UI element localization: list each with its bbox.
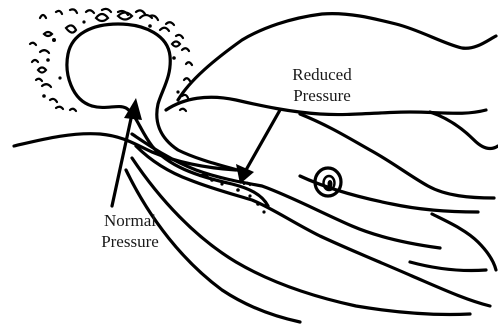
normal-pressure-label: Normal Pressure — [80, 210, 180, 252]
reduced-label-line-2: Pressure — [272, 85, 372, 106]
right-fin — [432, 214, 496, 270]
lower-right-stroke — [410, 262, 486, 271]
eye — [315, 168, 341, 196]
reduced-label-line-1: Reduced — [272, 64, 372, 85]
sac-throat — [92, 106, 268, 206]
reduced-pressure-label: Reduced Pressure — [272, 64, 372, 106]
upper-lobe-right — [430, 112, 498, 148]
normal-label-line-1: Normal — [80, 210, 180, 231]
reduced-pressure-arrow — [236, 110, 280, 184]
normal-label-line-2: Pressure — [80, 231, 180, 252]
